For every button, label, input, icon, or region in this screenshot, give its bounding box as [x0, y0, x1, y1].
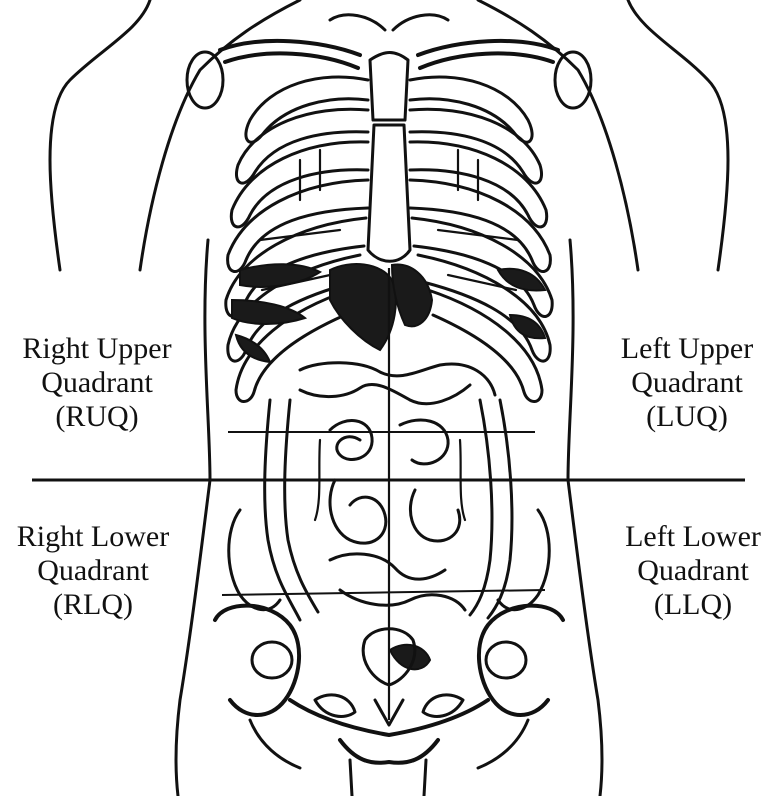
llq-line3: (LLQ)	[598, 588, 778, 622]
sternum	[368, 53, 410, 262]
luq-line1: Left Upper	[592, 332, 778, 366]
llq-line1: Left Lower	[598, 520, 778, 554]
ruq-line3: (RUQ)	[2, 400, 192, 434]
luq-line2: Quadrant	[592, 366, 778, 400]
label-right-lower-quadrant: Right Lower Quadrant (RLQ)	[0, 520, 188, 622]
label-right-upper-quadrant: Right Upper Quadrant (RUQ)	[2, 332, 192, 434]
label-left-upper-quadrant: Left Upper Quadrant (LUQ)	[592, 332, 778, 434]
luq-line3: (LUQ)	[592, 400, 778, 434]
rlq-line2: Quadrant	[0, 554, 188, 588]
rlq-line1: Right Lower	[0, 520, 188, 554]
label-left-lower-quadrant: Left Lower Quadrant (LLQ)	[598, 520, 778, 622]
llq-line2: Quadrant	[598, 554, 778, 588]
lower-abdomen-line	[222, 590, 545, 595]
ruq-line1: Right Upper	[2, 332, 192, 366]
rlq-line3: (RLQ)	[0, 588, 188, 622]
left-rib-cage	[410, 77, 552, 402]
ruq-line2: Quadrant	[2, 366, 192, 400]
